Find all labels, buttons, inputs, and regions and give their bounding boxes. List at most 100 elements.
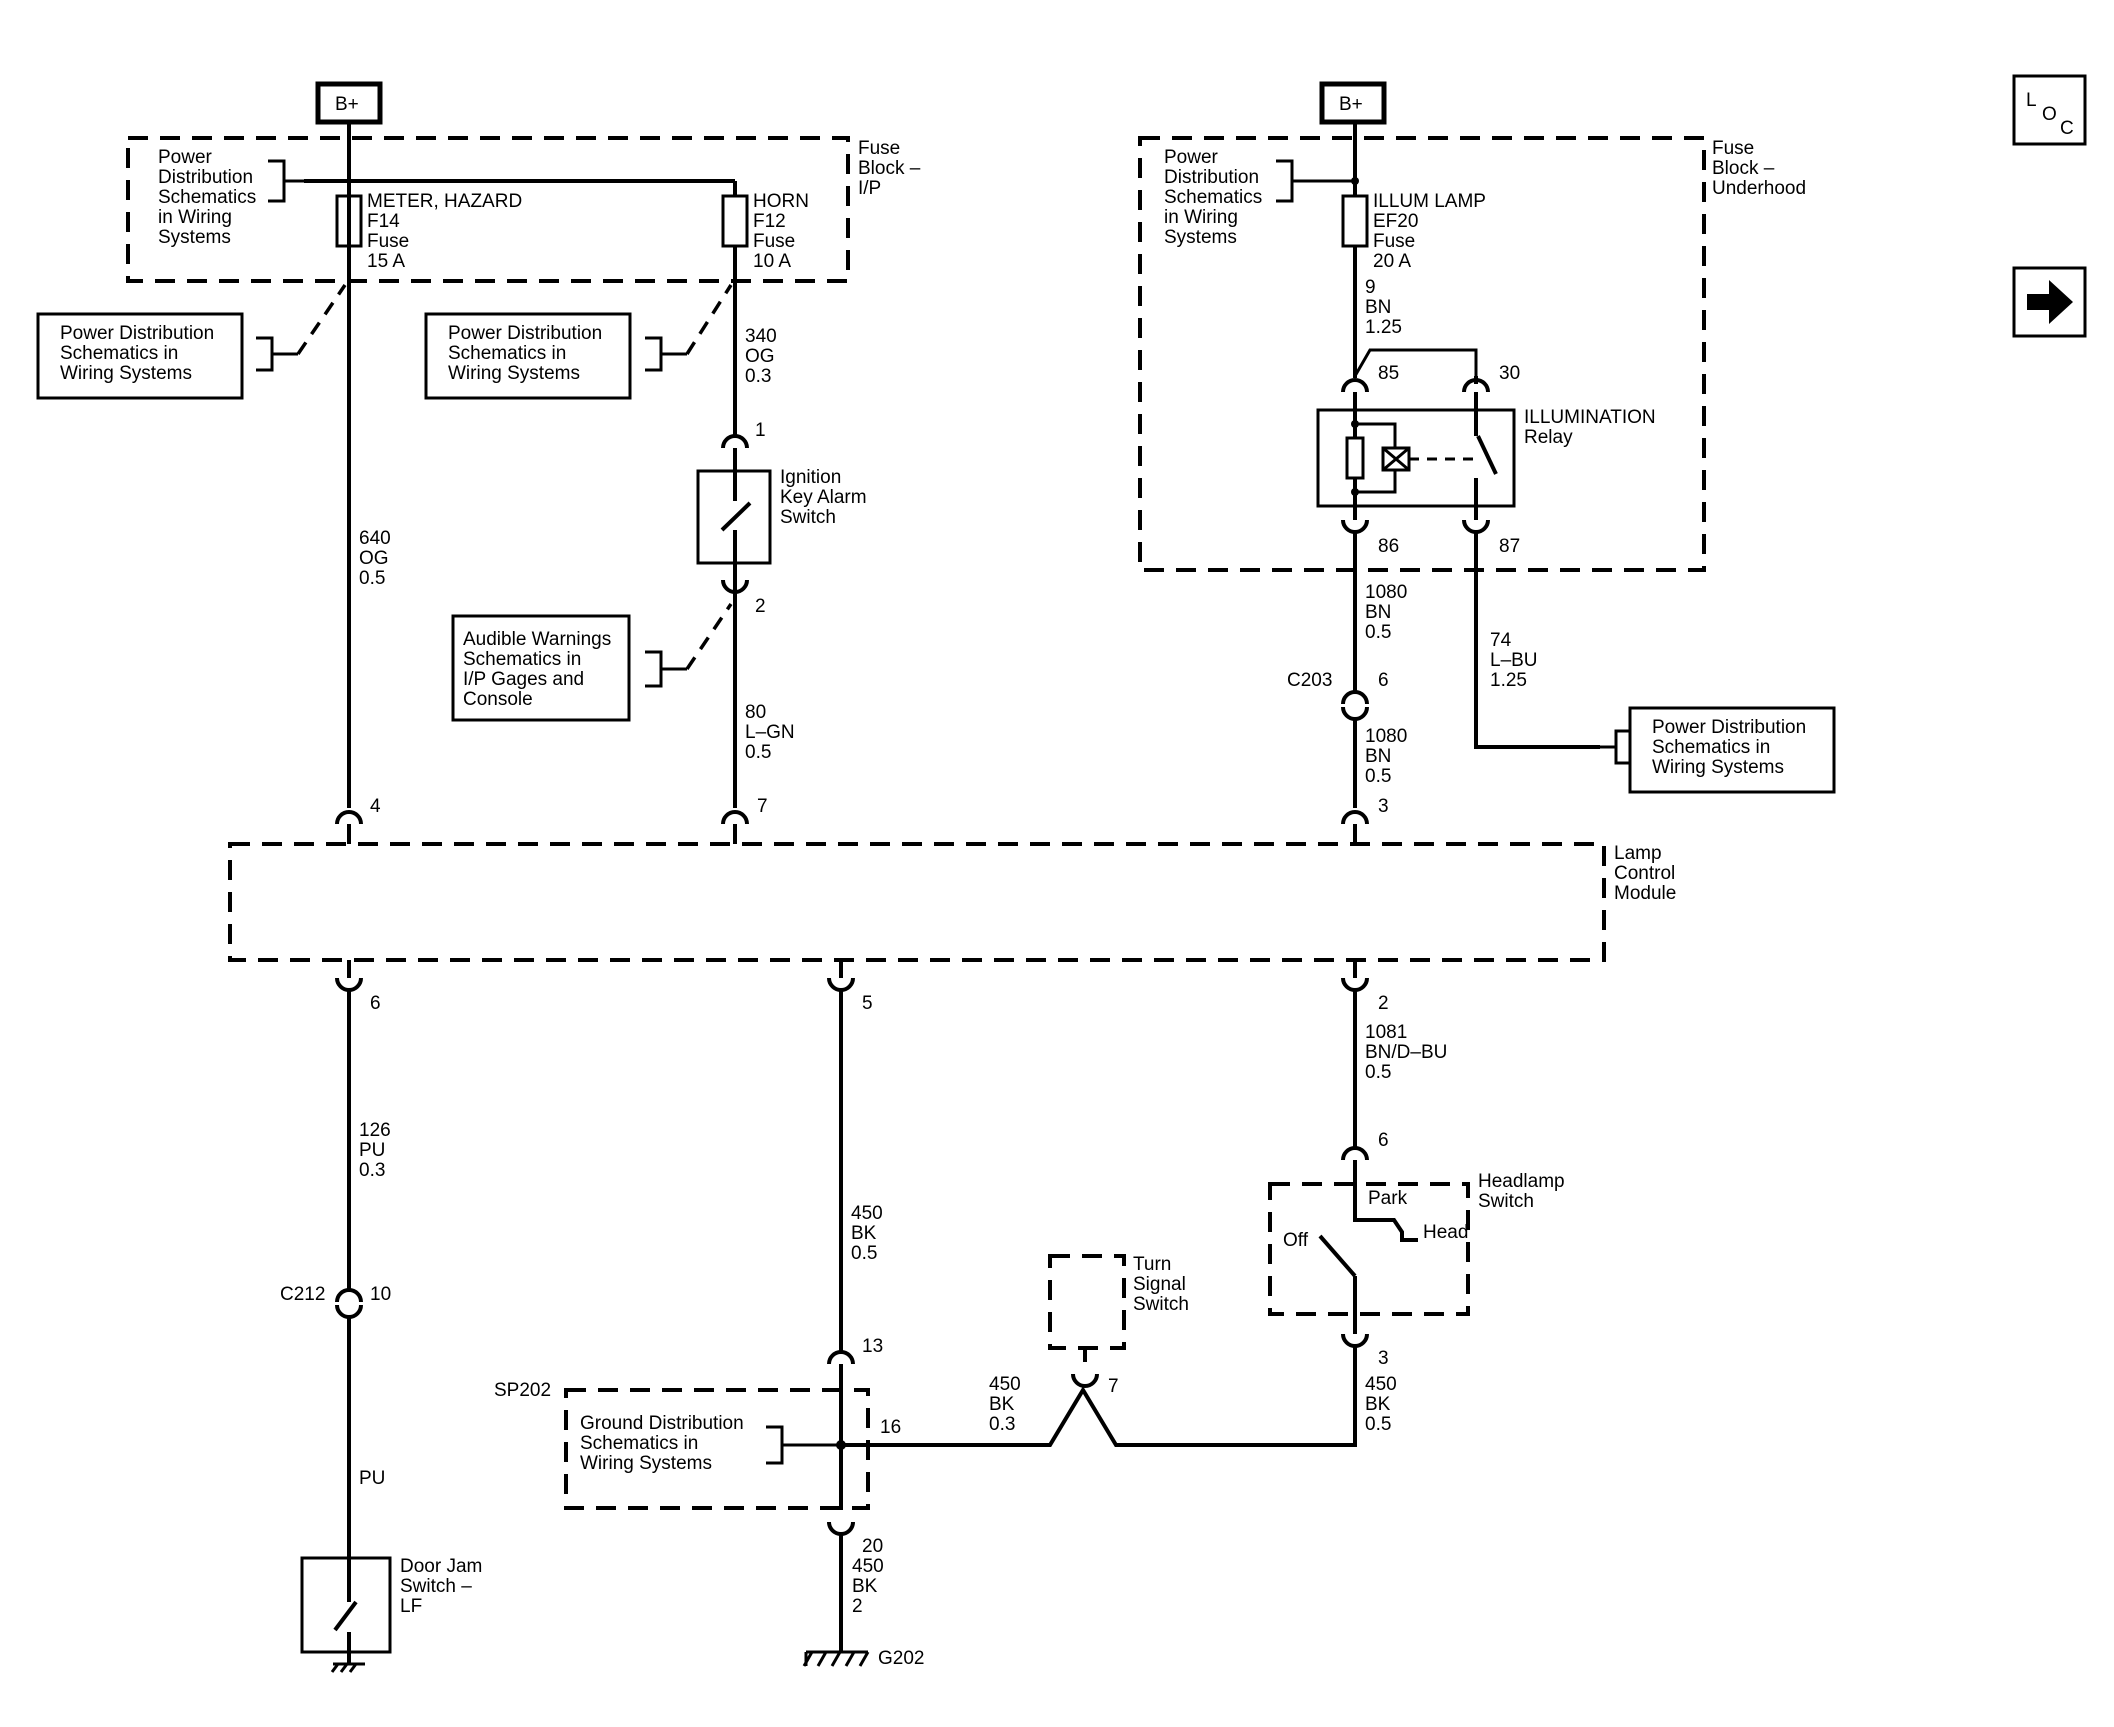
svg-text:BK: BK <box>989 1394 1015 1415</box>
svg-text:BN: BN <box>1365 297 1391 318</box>
headlamp-pos-park: Park <box>1368 1188 1408 1209</box>
illumination-relay: ILLUMINATION Relay <box>1316 392 1656 520</box>
loc-o: O <box>2042 104 2057 125</box>
svg-text:20 A: 20 A <box>1373 251 1411 272</box>
svg-text:640: 640 <box>359 528 391 549</box>
wire-340-label: 340 OG 0.3 <box>745 326 777 387</box>
svg-text:0.3: 0.3 <box>745 366 771 387</box>
svg-text:9: 9 <box>1365 277 1376 298</box>
svg-text:BK: BK <box>852 1576 878 1597</box>
power-dist-ref-ip: Power Distribution Schematics in Wiring … <box>158 147 304 248</box>
svg-text:Switch: Switch <box>1133 1294 1189 1315</box>
svg-text:OG: OG <box>359 548 389 569</box>
splice-sp202-outline <box>564 1388 870 1510</box>
ignition-key-alarm-switch: Ignition Key Alarm Switch <box>696 448 867 590</box>
ground-g202: G202 <box>802 1648 924 1669</box>
svg-text:Fuse: Fuse <box>858 138 900 159</box>
svg-text:Door Jam: Door Jam <box>400 1556 482 1577</box>
svg-text:Schematics in: Schematics in <box>1652 737 1770 758</box>
pin-headlamp-3: 3 <box>1378 1348 1389 1369</box>
pin-sp202-16: 16 <box>880 1417 901 1438</box>
headlamp-pos-off: Off <box>1283 1230 1309 1251</box>
svg-text:Schematics in: Schematics in <box>448 343 566 364</box>
svg-text:Control: Control <box>1614 863 1675 884</box>
svg-text:I/P: I/P <box>858 178 881 199</box>
svg-text:Relay: Relay <box>1524 427 1573 448</box>
pin-sp202-13: 13 <box>862 1336 883 1357</box>
pin-lcm-4: 4 <box>370 796 381 817</box>
svg-text:BK: BK <box>851 1223 877 1244</box>
svg-text:Power Distribution: Power Distribution <box>1652 717 1806 738</box>
svg-text:Systems: Systems <box>1164 227 1237 248</box>
wire-9-label: 9 BN 1.25 <box>1365 277 1402 338</box>
svg-text:0.5: 0.5 <box>1365 622 1391 643</box>
fuse-block-underhood-label: Fuse Block – Underhood <box>1712 138 1806 199</box>
svg-text:Distribution: Distribution <box>158 167 253 188</box>
next-page-button[interactable] <box>2012 266 2087 338</box>
wire-1080a-label: 1080 BN 0.5 <box>1365 582 1407 643</box>
fuse-block-underhood-outline <box>1138 136 1706 572</box>
turn-signal-switch: Turn Signal Switch 7 <box>1048 1254 1189 1397</box>
svg-text:Ground Distribution: Ground Distribution <box>580 1413 744 1434</box>
pin-c203-6: 6 <box>1378 670 1389 691</box>
svg-text:Wiring Systems: Wiring Systems <box>1652 757 1784 778</box>
power-dist-ref-left: Power Distribution Schematics in Wiring … <box>36 284 347 400</box>
svg-text:METER, HAZARD: METER, HAZARD <box>367 191 522 212</box>
svg-text:1.25: 1.25 <box>1490 670 1527 691</box>
svg-text:Switch: Switch <box>780 507 836 528</box>
svg-text:Headlamp: Headlamp <box>1478 1171 1565 1192</box>
svg-text:0.5: 0.5 <box>1365 1062 1391 1083</box>
svg-text:I/P Gages and: I/P Gages and <box>463 669 584 690</box>
fuse-ef20: ILLUM LAMP EF20 Fuse 20 A <box>1341 191 1486 272</box>
svg-text:Console: Console <box>463 689 533 710</box>
fuse-f14: METER, HAZARD F14 Fuse 15 A <box>335 181 522 280</box>
svg-text:Fuse: Fuse <box>367 231 409 252</box>
svg-text:PU: PU <box>359 1140 385 1161</box>
svg-text:80: 80 <box>745 702 766 723</box>
svg-text:0.5: 0.5 <box>359 568 385 589</box>
door-jam-switch-lf: Door Jam Switch – LF <box>300 1556 482 1673</box>
wire-1081-label: 1081 BN/D–BU 0.5 <box>1365 1022 1447 1083</box>
pin-sp202-20: 20 <box>862 1536 883 1557</box>
svg-text:LF: LF <box>400 1596 422 1617</box>
pin-ign-1: 1 <box>755 420 766 441</box>
battery-terminal-left: B+ <box>315 81 383 125</box>
svg-text:Block –: Block – <box>1712 158 1775 179</box>
pin-lcm-3: 3 <box>1378 796 1389 817</box>
lamp-control-module-label: Lamp Control Module <box>1614 843 1676 904</box>
wire-126-label: 126 PU 0.3 <box>359 1120 391 1181</box>
svg-text:Ignition: Ignition <box>780 467 841 488</box>
ground-dist-ref: Ground Distribution Schematics in Wiring… <box>580 1413 841 1474</box>
svg-text:F14: F14 <box>367 211 400 232</box>
battery-terminal-right: B+ <box>1319 81 1387 125</box>
loc-button[interactable]: L O C <box>2012 74 2087 146</box>
connector-c212: C212 <box>280 1284 325 1305</box>
svg-text:Block –: Block – <box>858 158 921 179</box>
svg-text:Wiring Systems: Wiring Systems <box>580 1453 712 1474</box>
pin-relay-30: 30 <box>1499 363 1520 384</box>
svg-text:1081: 1081 <box>1365 1022 1407 1043</box>
svg-text:EF20: EF20 <box>1373 211 1418 232</box>
svg-text:450: 450 <box>1365 1374 1397 1395</box>
svg-text:2: 2 <box>852 1596 863 1617</box>
svg-text:Lamp: Lamp <box>1614 843 1662 864</box>
wire-1080b-label: 1080 BN 0.5 <box>1365 726 1407 787</box>
svg-text:Module: Module <box>1614 883 1676 904</box>
headlamp-switch: Off Park Head Headlamp Switch <box>1268 1160 1565 1334</box>
svg-text:BN: BN <box>1365 746 1391 767</box>
svg-text:Signal: Signal <box>1133 1274 1186 1295</box>
svg-text:G202: G202 <box>878 1648 924 1669</box>
svg-text:Schematics in: Schematics in <box>60 343 178 364</box>
svg-text:in Wiring: in Wiring <box>1164 207 1238 228</box>
svg-text:Power: Power <box>158 147 213 168</box>
wire-80-label: 80 L–GN 0.5 <box>745 702 795 763</box>
svg-text:Switch –: Switch – <box>400 1576 472 1597</box>
svg-text:B+: B+ <box>335 94 359 115</box>
wire-450a-label: 450 BK 0.5 <box>851 1203 883 1264</box>
fuse-f12: HORN F12 Fuse 10 A <box>721 181 809 280</box>
pin-relay-87: 87 <box>1499 536 1520 557</box>
svg-text:Power: Power <box>1164 147 1219 168</box>
svg-text:ILLUMINATION: ILLUMINATION <box>1524 407 1656 428</box>
pin-headlamp-6: 6 <box>1378 1130 1389 1151</box>
